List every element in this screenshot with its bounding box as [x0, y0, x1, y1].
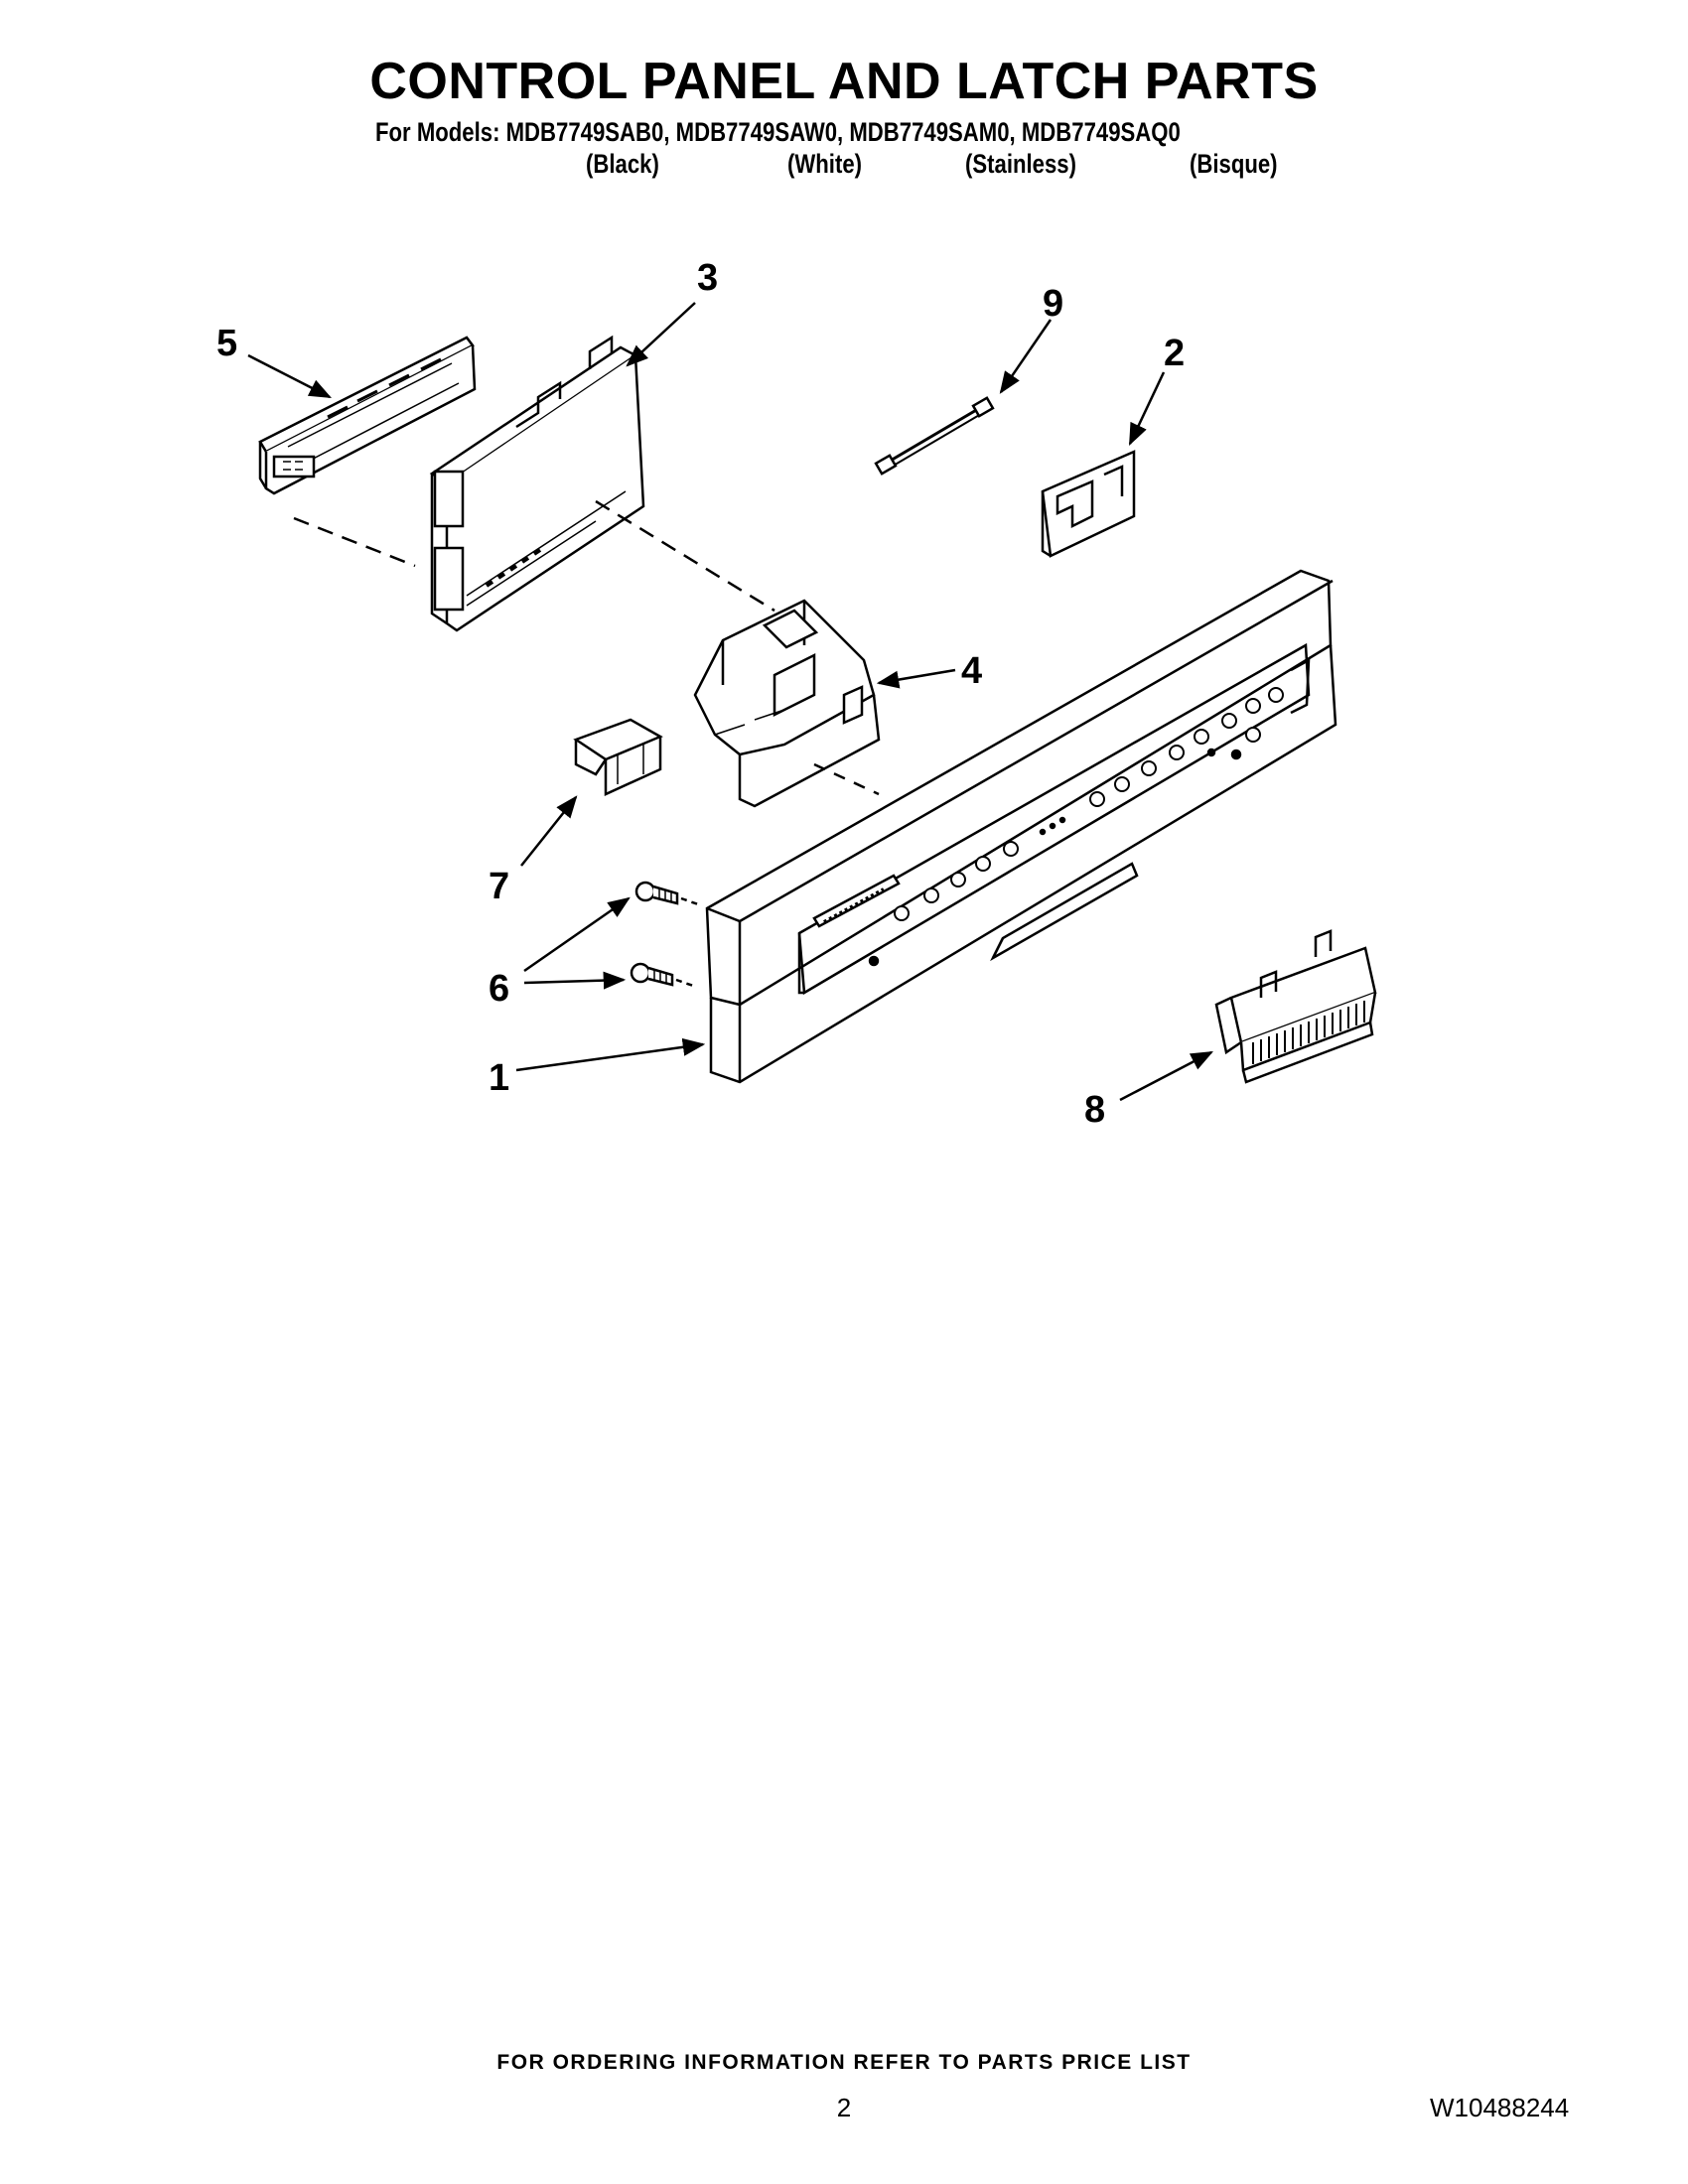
- callout-9: 9: [1043, 283, 1063, 325]
- callout-5: 5: [216, 323, 237, 364]
- leader-4: [876, 668, 956, 689]
- part-9-wire-harness: [874, 396, 995, 476]
- leader-1: [515, 1037, 706, 1072]
- ordering-info: FOR ORDERING INFORMATION REFER TO PARTS …: [496, 2051, 1192, 2074]
- leader-8: [1119, 1050, 1213, 1102]
- part-4-latch: [693, 599, 881, 808]
- callout-7: 7: [489, 866, 509, 907]
- leader-3: [626, 302, 696, 367]
- part-3-control-board: [429, 335, 645, 632]
- callout-2: 2: [1164, 333, 1185, 374]
- callout-4: 4: [961, 650, 982, 692]
- page-title: CONTROL PANEL AND LATCH PARTS: [369, 53, 1319, 110]
- leader-7: [520, 795, 578, 867]
- leader-5: [247, 353, 333, 399]
- leader-6-upper: [523, 896, 631, 973]
- document-number: W10488244: [1430, 2093, 1570, 2122]
- variant-white: (White): [787, 149, 863, 179]
- part-6-screw-upper: [634, 881, 702, 907]
- variant-black: (Black): [586, 149, 659, 179]
- leader-9: [999, 319, 1053, 394]
- models-line: For Models: MDB7749SAB0, MDB7749SAW0, MD…: [375, 117, 1181, 147]
- leader-6-lower: [523, 971, 627, 990]
- part-2-plate: [1041, 450, 1136, 558]
- part-8-brush: [1214, 929, 1377, 1084]
- page-number: 2: [836, 2093, 852, 2122]
- dashed-connector-3-4: [595, 499, 775, 613]
- part-1-control-panel: [705, 569, 1337, 1084]
- part-5-bracket: [258, 336, 477, 495]
- part-6-screw-lower: [630, 962, 697, 989]
- callout-8: 8: [1084, 1089, 1105, 1131]
- callout-3: 3: [697, 257, 718, 299]
- variant-bisque: (Bisque): [1190, 149, 1278, 179]
- part-7-clip: [573, 718, 663, 796]
- dashed-connector-5-3: [293, 516, 416, 568]
- variant-stainless: (Stainless): [965, 149, 1076, 179]
- callout-6: 6: [489, 968, 509, 1010]
- callout-1: 1: [489, 1057, 509, 1099]
- leader-2: [1128, 371, 1166, 447]
